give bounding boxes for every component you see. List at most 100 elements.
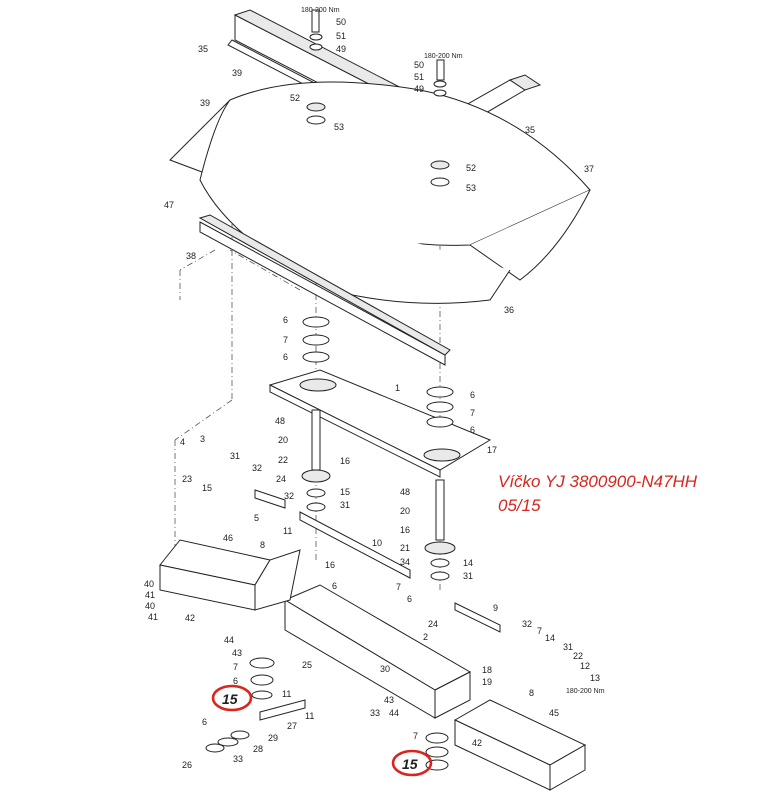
- callout: 7: [537, 626, 542, 636]
- callout: 24: [276, 474, 286, 484]
- callout: 32: [522, 619, 532, 629]
- callout: 33: [233, 754, 243, 764]
- callout: 6: [283, 315, 288, 325]
- callout: 50: [336, 17, 346, 27]
- callout: 51: [414, 72, 424, 82]
- callout: 52: [466, 163, 476, 173]
- callout: 36: [504, 305, 514, 315]
- callout: 7: [470, 408, 475, 418]
- callout: 20: [400, 506, 410, 516]
- callout: 50: [414, 60, 424, 70]
- highlight-circle-right: [391, 749, 433, 777]
- callout: 25: [302, 660, 312, 670]
- callout: 15: [202, 483, 212, 493]
- callout: 48: [400, 487, 410, 497]
- callout: 42: [472, 738, 482, 748]
- callout: 17: [487, 445, 497, 455]
- callout-highlighted: 15: [402, 756, 418, 772]
- callout: 10: [372, 538, 382, 548]
- callout: 37: [584, 164, 594, 174]
- torque-label: 180-200 Nm: [301, 7, 340, 14]
- callout: 40: [144, 579, 154, 589]
- lower-right-seals: [425, 732, 449, 771]
- callout: 16: [325, 560, 335, 570]
- callout: 6: [283, 352, 288, 362]
- callout: 21: [400, 543, 410, 553]
- callout: 49: [414, 84, 424, 94]
- callout: 53: [334, 122, 344, 132]
- callout: 11: [305, 711, 314, 721]
- callout: 1: [395, 383, 400, 393]
- callout: 34: [400, 557, 410, 567]
- callout: 20: [278, 435, 288, 445]
- gearbox-housing: [283, 584, 472, 719]
- callout: 16: [400, 525, 410, 535]
- callout: 44: [224, 635, 234, 645]
- callout: 23: [182, 474, 192, 484]
- callout: 18: [482, 665, 492, 675]
- callout: 47: [164, 200, 174, 210]
- callout: 14: [463, 558, 473, 568]
- callout: 6: [233, 676, 238, 686]
- callout: 12: [580, 661, 590, 671]
- callout: 43: [232, 648, 242, 658]
- callout: 35: [198, 44, 208, 54]
- callout: 2: [423, 632, 428, 642]
- callout: 14: [545, 633, 555, 643]
- lower-left-seals: [205, 657, 306, 753]
- callout: 11: [282, 689, 291, 699]
- callout: 29: [268, 733, 278, 743]
- drive-shafts: [254, 489, 501, 633]
- callout: 13: [590, 673, 600, 683]
- callout: 51: [336, 31, 346, 41]
- callout: 8: [529, 688, 534, 698]
- callout: 3: [200, 434, 205, 444]
- annotation-line-1: Víčko YJ 3800900-N47HH: [498, 472, 698, 491]
- callout: 8: [260, 540, 265, 550]
- callout: 39: [200, 98, 210, 108]
- callout: 31: [563, 642, 573, 652]
- callout: 44: [389, 708, 399, 718]
- callout: 16: [340, 456, 350, 466]
- callout: 4: [180, 437, 185, 447]
- callout: 38: [186, 251, 196, 261]
- callout: 48: [275, 416, 285, 426]
- highlight-circle-left: [211, 684, 253, 712]
- callout: 11: [283, 526, 292, 536]
- callout: 40: [145, 601, 155, 611]
- callout: 52: [290, 93, 300, 103]
- callout: 53: [466, 183, 476, 193]
- callout: 6: [202, 717, 207, 727]
- callout: 41: [145, 590, 155, 600]
- torque-label: 180-200 Nm: [566, 688, 605, 695]
- right-bearing-stack: [424, 386, 456, 581]
- callout: 28: [253, 744, 263, 754]
- callout: 9: [493, 603, 498, 613]
- callout: 41: [148, 612, 158, 622]
- callout: 22: [278, 455, 288, 465]
- annotation-line-2: 05/15: [498, 496, 541, 515]
- highlight-circles: [211, 684, 433, 777]
- right-bracket: [453, 699, 587, 791]
- callout: 6: [470, 390, 475, 400]
- callout: 5: [254, 513, 259, 523]
- callout: 32: [284, 491, 294, 501]
- callout: 45: [549, 708, 559, 718]
- callout-highlighted: 15: [222, 691, 238, 707]
- callout: 35: [525, 125, 535, 135]
- callout: 30: [380, 664, 390, 674]
- callout: 42: [185, 613, 195, 623]
- callout: 19: [482, 677, 492, 687]
- callout: 22: [573, 651, 583, 661]
- callout: 6: [332, 581, 337, 591]
- callout: 7: [283, 335, 288, 345]
- annotation-note: Víčko YJ 3800900-N47HH 05/15: [498, 470, 697, 518]
- callout: 31: [230, 451, 240, 461]
- top-fasteners: [306, 9, 450, 187]
- callout: 7: [413, 731, 418, 741]
- callout: 24: [428, 619, 438, 629]
- left-bracket: [159, 539, 301, 611]
- callout: 6: [407, 594, 412, 604]
